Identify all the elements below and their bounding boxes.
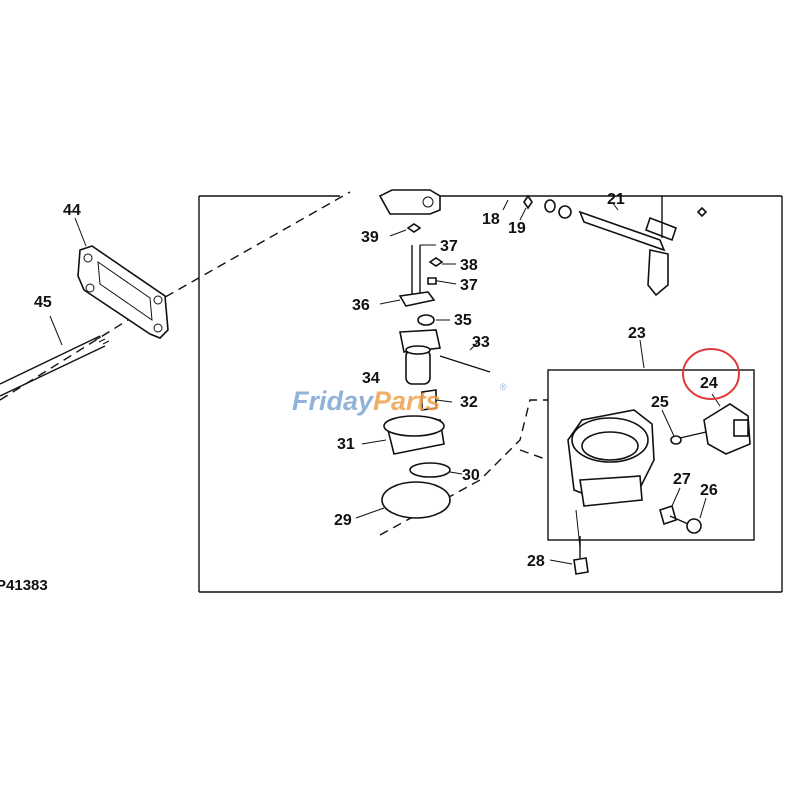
callout-21: 21 — [607, 191, 625, 208]
svg-text:FridayParts: FridayParts — [292, 386, 441, 416]
callout-24: 24 — [700, 375, 718, 392]
callout-45: 45 — [34, 294, 52, 311]
callout-30: 30 — [462, 467, 480, 484]
highlight-circle — [682, 348, 740, 400]
callout-44: 44 — [63, 202, 81, 219]
callout-38: 38 — [460, 257, 478, 274]
callout-18: 18 — [482, 211, 500, 228]
watermark-registered: ® — [500, 382, 507, 392]
callout-28: 28 — [527, 553, 545, 570]
part-44-gasket — [74, 217, 169, 339]
callout-35: 35 — [454, 312, 472, 329]
watermark-part2: Parts — [373, 386, 441, 416]
part-45-rod — [0, 315, 110, 397]
watermark-logo: FridayParts ® — [292, 382, 507, 416]
callout-31: 31 — [337, 436, 355, 453]
parts-column — [355, 223, 491, 519]
callout-27: 27 — [673, 471, 691, 488]
callout-34: 34 — [362, 370, 380, 387]
parts-18-19-21 — [502, 194, 708, 297]
diagram-frame — [198, 195, 783, 593]
callout-23: 23 — [628, 325, 646, 342]
callout-32: 32 — [460, 394, 478, 411]
callout-33: 33 — [472, 334, 490, 351]
callout-labels: 44 45 39 37 38 37 36 35 34 33 32 31 30 2… — [34, 191, 718, 570]
callout-37-top: 37 — [440, 238, 458, 255]
callout-29: 29 — [334, 512, 352, 529]
watermark-part1: Friday — [292, 386, 375, 416]
callout-37-bottom: 37 — [460, 277, 478, 294]
upper-fragment — [378, 189, 441, 215]
callout-25: 25 — [651, 394, 669, 411]
figure-id: P41383 — [0, 577, 48, 594]
callout-26: 26 — [700, 482, 718, 499]
float-bowl-assembly — [549, 393, 751, 575]
callout-19: 19 — [508, 220, 526, 237]
callout-39: 39 — [361, 229, 379, 246]
inset-box — [547, 339, 755, 541]
callout-36: 36 — [352, 297, 370, 314]
